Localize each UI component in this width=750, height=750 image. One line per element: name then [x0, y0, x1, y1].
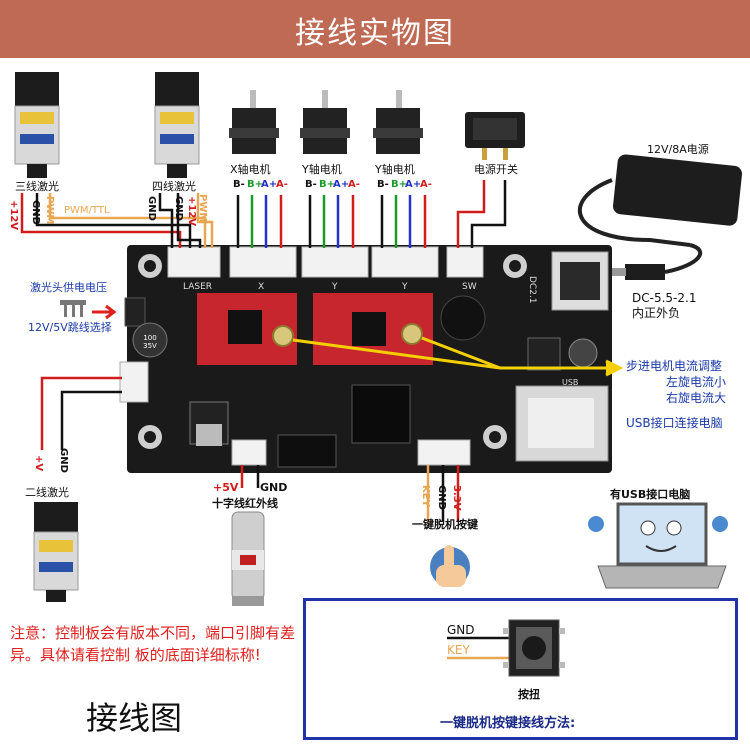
- pin-y1-a-plus: A+: [333, 179, 350, 190]
- laser-jumper: [124, 297, 146, 327]
- pin-y1-a-minus: A-: [348, 179, 360, 190]
- label-motor-x: X轴电机: [230, 163, 271, 176]
- label-two-wire-laser: 二线激光: [25, 486, 69, 499]
- note-text: 注意：控制板会有版本不同，端口引脚有差异。具体请看控制 板的底面详细标称!: [10, 624, 296, 664]
- pin-y1-b-plus: B+: [319, 179, 336, 190]
- label-four-wire-laser: 四线激光: [152, 180, 196, 193]
- computer-img: [588, 502, 728, 589]
- power-supply-img: [577, 154, 742, 280]
- pot-y: [401, 323, 423, 345]
- infrared-laser-img: [231, 511, 265, 606]
- box-label-key: KEY: [447, 643, 470, 657]
- pin-x-a-plus: A+: [261, 179, 278, 190]
- laser-three-wire-img: [14, 72, 60, 178]
- motor-y2-img: [373, 90, 423, 154]
- pot-arrows: [292, 336, 624, 377]
- page-title: 接线实物图: [295, 16, 455, 51]
- wire-label-gnd-4w-a: GND: [146, 196, 157, 221]
- wire-label-plus-v: +V: [33, 455, 44, 472]
- wire-label-gnd-2w: GND: [58, 448, 69, 473]
- pin-x-b-minus: B-: [233, 179, 245, 190]
- label-laser-voltage-2: 12V/5V跳线选择: [28, 321, 112, 334]
- power-switch-img: [465, 112, 525, 160]
- label-power-switch: 电源开关: [474, 163, 518, 176]
- infrared-connector: [231, 439, 267, 466]
- label-motor-y2: Y轴电机: [375, 163, 415, 176]
- label-stepper-adjust-2: 左旋电流小: [666, 375, 727, 389]
- wire-label-gnd-4w-b: GND: [173, 196, 184, 221]
- wire-label-plus12: +12V: [8, 200, 19, 231]
- silk-dc: DC2.1: [527, 276, 537, 304]
- label-dc-spec-2: 内正外负: [632, 306, 681, 320]
- label-stepper-adjust-1: 步进电机电流调整: [626, 359, 723, 373]
- label-infrared-gnd: GND: [260, 481, 288, 494]
- two-wire-connector: [119, 361, 149, 403]
- header-bar: 接线实物图: [0, 0, 750, 58]
- wire-label-pwm-ttl: PWM/TTL: [64, 205, 110, 216]
- label-key-pin: KEY: [420, 485, 431, 507]
- label-usb-connect: USB接口连接电脑: [626, 416, 723, 430]
- pin-y2-b-minus: B-: [377, 179, 389, 190]
- pin-y2-a-plus: A+: [405, 179, 422, 190]
- key-connector: [417, 439, 471, 466]
- bottom-wires: [240, 465, 460, 522]
- top-connectors: [167, 246, 484, 278]
- footer-title: 接线图: [86, 699, 183, 737]
- laser-four-wire-img: [154, 72, 200, 178]
- silk-sw: SW: [462, 282, 477, 292]
- label-dc-spec-1: DC-5.5-2.1: [632, 291, 697, 305]
- silk-y1: Y: [332, 282, 338, 292]
- switch-wires: [456, 180, 507, 248]
- label-plus5v: +5V: [213, 481, 239, 494]
- label-key-button: 一键脱机按键: [412, 518, 478, 531]
- wire-label-pwm: PWM: [44, 196, 55, 225]
- wire-label-gnd-3w: GND: [30, 200, 41, 225]
- mounting-holes: [138, 254, 527, 449]
- label-stepper-adjust-3: 右旋电流大: [666, 391, 727, 405]
- box-title: 一键脱机按键接线方法:: [440, 716, 576, 731]
- laser-wires: [20, 193, 214, 450]
- pin-x-b-plus: B+: [247, 179, 264, 190]
- wire-label-plus12-4w: +12V: [186, 196, 197, 227]
- jumper-pin-icon: [60, 300, 86, 317]
- pin-y2-b-plus: B+: [391, 179, 408, 190]
- silk-cap: 100 35V: [143, 334, 157, 350]
- label-infrared: 十字线红外线: [212, 497, 278, 510]
- box-label-button: 按扭: [518, 688, 540, 701]
- box-label-gnd: GND: [447, 623, 475, 637]
- buzzer: [440, 295, 486, 341]
- pin-x-a-minus: A-: [276, 179, 288, 190]
- pin-y1-b-minus: B-: [305, 179, 317, 190]
- label-motor-y1: Y轴电机: [302, 163, 342, 176]
- label-key-gnd: GND: [436, 485, 447, 510]
- label-power-supply: 12V/8A电源: [647, 143, 709, 156]
- label-laser-voltage-1: 激光头供电电压: [30, 281, 107, 294]
- silk-usb: USB: [562, 378, 579, 387]
- button-wiring-drawing: [447, 619, 565, 677]
- bottom-pin-header: [277, 434, 337, 468]
- label-key-3v3: 3.3V: [451, 485, 462, 511]
- silk-laser: LASER: [183, 282, 213, 292]
- laser-two-wire-img: [33, 502, 79, 602]
- motor-y1-img: [300, 90, 350, 154]
- motor-x-img: [229, 90, 279, 154]
- button-wiring-box: [303, 598, 738, 740]
- hand-press-icon: [430, 545, 470, 587]
- wire-label-pwm-4w: PWM: [197, 194, 208, 223]
- label-three-wire-laser: 三线激光: [15, 180, 59, 193]
- capacitor: [132, 322, 168, 358]
- pot-x: [272, 325, 294, 347]
- mcu-chip: [351, 384, 411, 444]
- label-usb-computer: 有USB接口电脑: [610, 488, 691, 501]
- jumper-arrow: [92, 304, 117, 320]
- silk-y2: Y: [402, 282, 408, 292]
- silk-x: X: [258, 282, 265, 292]
- motor-wires: [236, 195, 427, 248]
- pin-y2-a-minus: A-: [420, 179, 432, 190]
